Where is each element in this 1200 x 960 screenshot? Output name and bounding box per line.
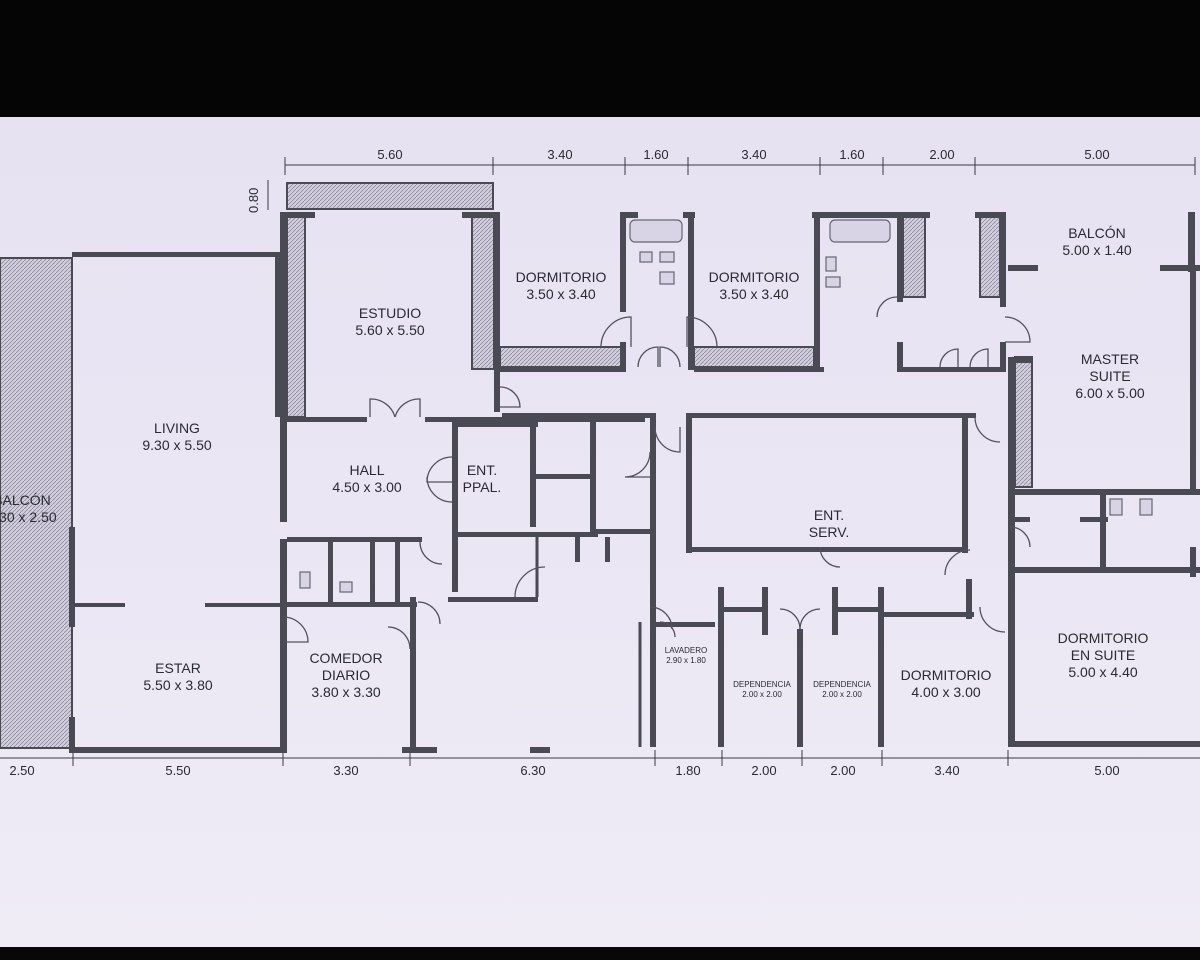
dim-bottom-5: 1.80 <box>675 763 701 778</box>
estudio-wall-hatch-left <box>286 216 306 418</box>
walls <box>69 212 1200 753</box>
room-balcon-left: BALCÓN2.30 x 2.50 <box>0 492 57 525</box>
left-balcony-hatch <box>0 257 73 749</box>
estudio-wall-hatch-right <box>471 216 495 370</box>
room-ent-ppal: ENT.PPAL. <box>462 462 502 495</box>
dim-bottom-1: 2.50 <box>9 763 35 778</box>
partitions <box>535 532 1035 747</box>
dim-bottom-8: 3.40 <box>934 763 960 778</box>
dim-side: 0.80 <box>246 187 261 213</box>
bathroom-fixtures <box>299 219 1153 593</box>
dim-bottom-3: 3.30 <box>333 763 359 778</box>
dim-top-1: 5.60 <box>377 147 403 162</box>
room-ent-serv: ENT.SERV. <box>808 507 850 540</box>
master-closet <box>1014 356 1033 488</box>
dim-top-6: 2.00 <box>929 147 955 162</box>
monitor-bezel-bottom <box>0 947 1200 960</box>
dim-top-4: 3.40 <box>741 147 767 162</box>
floor-plan-drawing <box>0 157 1200 766</box>
dim-top-2: 3.40 <box>547 147 573 162</box>
dorm1-closet <box>499 346 626 368</box>
closet-3 <box>902 216 926 298</box>
dorm2-closet <box>693 346 815 368</box>
dim-bottom-4: 6.30 <box>520 763 546 778</box>
door-swings <box>282 296 1031 650</box>
top-planter <box>286 182 494 210</box>
dim-top-5: 1.60 <box>839 147 865 162</box>
dim-bottom-6: 2.00 <box>751 763 777 778</box>
dim-bottom-9: 5.00 <box>1094 763 1120 778</box>
monitor-screen: 5.60 3.40 1.60 3.40 1.60 2.00 5.00 0.80 … <box>0 117 1200 947</box>
closet-4 <box>979 216 1001 298</box>
dim-top-7: 5.00 <box>1084 147 1110 162</box>
dim-bottom-2: 5.50 <box>165 763 191 778</box>
top-dimension-line <box>267 157 1196 210</box>
dim-top-3: 1.60 <box>643 147 669 162</box>
dim-bottom-7: 2.00 <box>830 763 856 778</box>
